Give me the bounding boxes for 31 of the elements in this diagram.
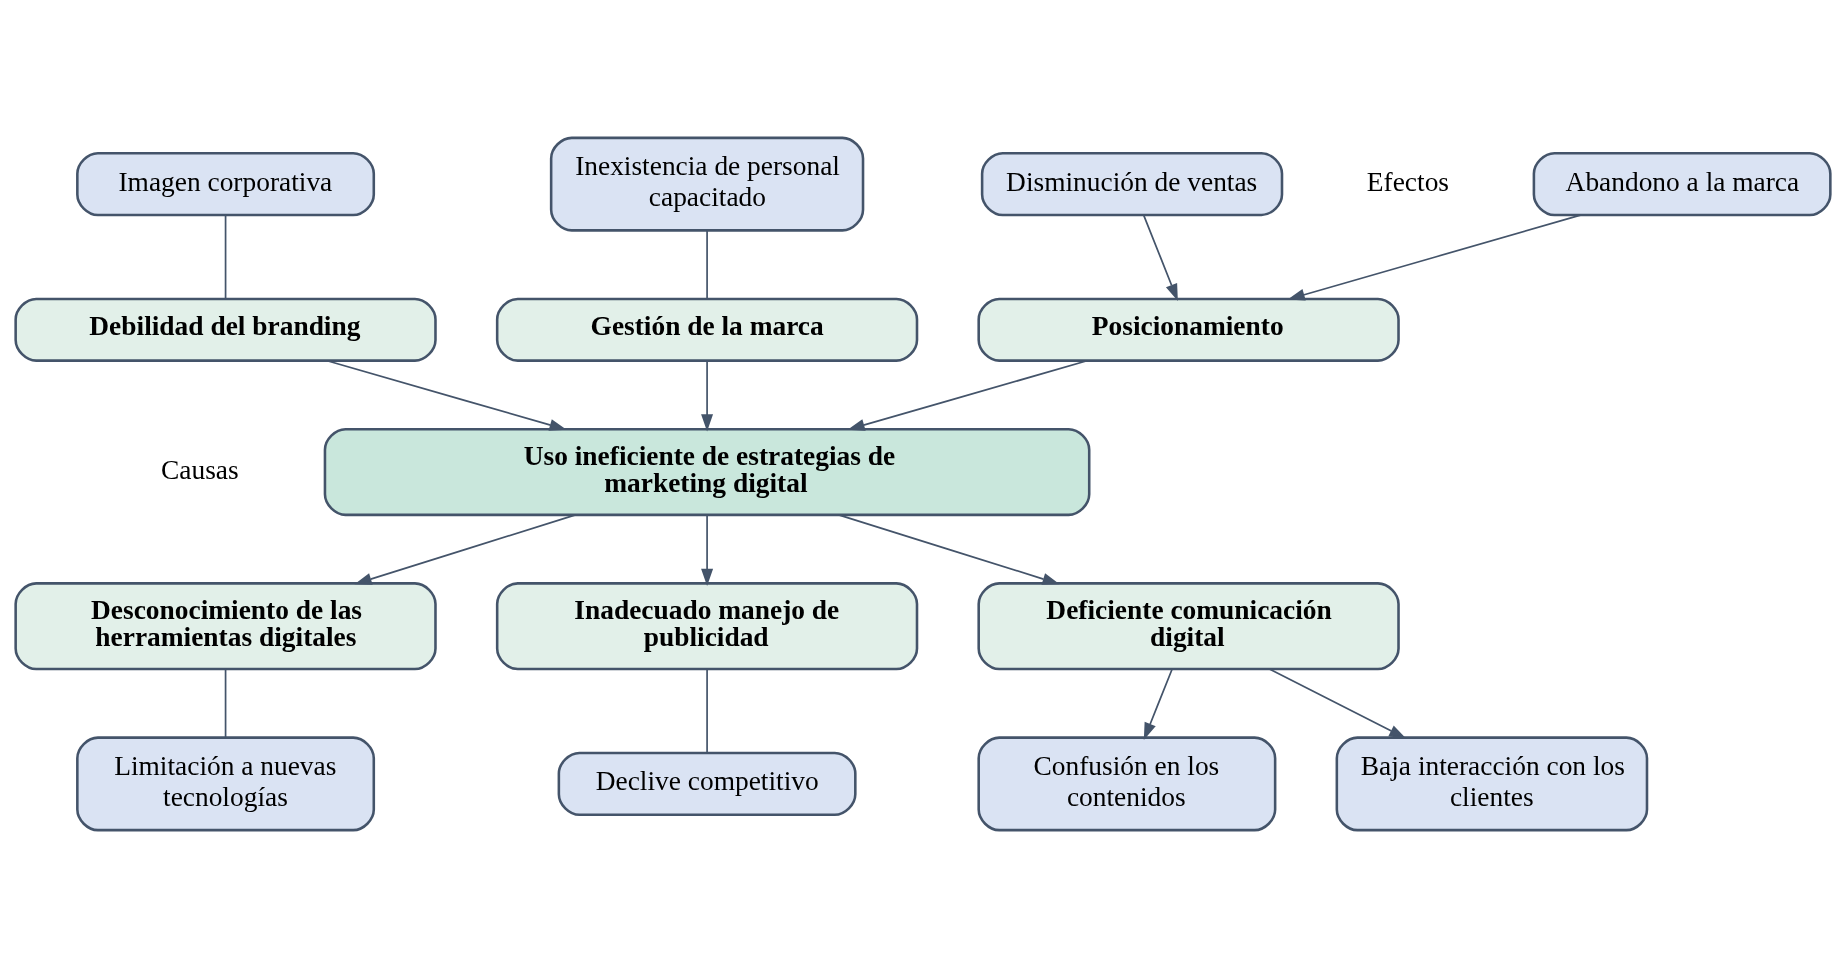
node-box: Limitación a nuevas tecnologías	[76, 736, 376, 832]
node-box: Declive competitivo	[557, 751, 857, 816]
node-box: Gestión de la marca	[495, 297, 919, 362]
node-box: Inexistencia de personal capacitado	[549, 136, 865, 232]
connector	[706, 229, 708, 300]
arrow	[326, 359, 567, 431]
arrow	[837, 514, 1060, 585]
connector	[706, 668, 708, 754]
node-box: Posicionamiento	[977, 297, 1400, 362]
node-box: Uso ineficiente de estrategias de marketing digital	[323, 427, 1091, 517]
node-box: Imagen corporativa	[76, 152, 376, 217]
arrow	[847, 359, 1088, 431]
node-box: Disminución de ventas	[980, 152, 1284, 217]
arrow	[1142, 214, 1178, 302]
node-box: Abandono a la marca	[1532, 152, 1832, 217]
node-box: Inadecuado manejo de publicidad	[495, 582, 919, 671]
arrow	[354, 514, 577, 585]
node-box: Debilidad del branding	[14, 297, 437, 362]
arrow	[1269, 668, 1407, 739]
connector	[224, 668, 227, 739]
arrow	[701, 360, 714, 432]
node-box: Baja interacción con los clientes	[1335, 736, 1649, 832]
node-box: Deficiente comunicación digital	[977, 582, 1400, 671]
node-box: Desconocimiento de las herramientas digitales	[14, 582, 437, 671]
label: Causas	[161, 454, 239, 485]
label: Efectos	[1366, 166, 1450, 197]
connector	[224, 214, 227, 300]
node-box: Confusión en los contenidos	[977, 736, 1277, 832]
arrow	[1287, 214, 1582, 301]
arrow	[701, 514, 714, 586]
arrow	[1143, 668, 1173, 740]
